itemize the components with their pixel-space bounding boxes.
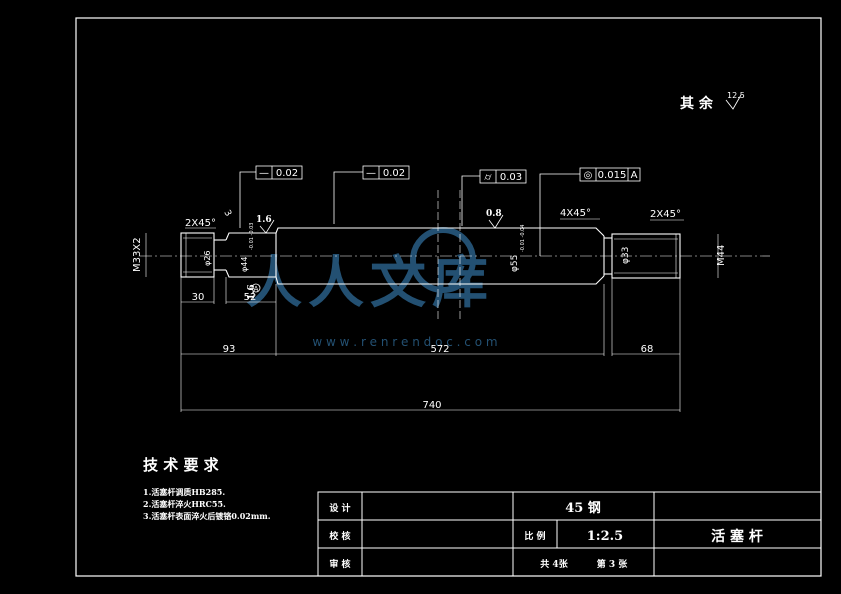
tolerance-frame-2: — 0.02 [333,165,410,224]
watermark-url: w w w . r e n r e n d o c . c o m [312,335,497,349]
tolerance-frame-4: ◎ 0.015 A [539,167,641,256]
roughness-mark-left: 1.6 [256,215,275,234]
chamfer-right-shoulder: 4X45° [560,208,591,219]
chamfer-left: 2X45° [185,218,216,229]
svg-text:1.6: 1.6 [256,215,272,225]
svg-text:其 余: 其 余 [680,95,714,112]
svg-text:0.015: 0.015 [598,170,627,181]
dia-left-seat-tol: -0.01 -0.03 [249,223,255,250]
tb-sheet-no: 第 3 张 [597,558,629,570]
tb-review-label: 审 核 [329,558,350,570]
tech-req-item-2: 2.活塞杆淬火HRC55. [143,499,226,509]
roughness-mark-neck: 1.6 [247,284,257,300]
svg-text:A: A [631,170,638,181]
dia-left-seat: φ44 [240,257,249,272]
dia-thread-left: M33X2 [132,237,143,272]
tech-req-title: 技 术 要 求 [143,456,220,474]
dim-seat-len: 52 [244,292,257,303]
svg-text:—: — [366,168,376,179]
tolerance-frame-3: ⌭ 0.03 [461,169,527,226]
tb-scale-label: 比 例 [524,530,545,542]
watermark-logo-ring [410,227,476,293]
svg-text:0.02: 0.02 [276,168,298,179]
dia-left-small: φ26 [203,251,212,266]
tb-check-label: 校 核 [329,530,350,542]
tb-design-label: 设 计 [329,502,350,514]
roughness-mark-middle: 0.8 [486,209,504,229]
tb-material: 45 钢 [565,500,601,516]
chamfer-neck: 3 [221,209,233,219]
svg-text:⌭: ⌭ [484,172,492,183]
svg-text:A: A [254,285,259,293]
shaft-outline [180,190,681,320]
svg-text:0.8: 0.8 [486,209,502,219]
svg-text:◎: ◎ [584,170,593,181]
tolerance-frame-1: — 0.02 [239,165,303,228]
title-block [317,491,822,577]
svg-text:—: — [259,168,269,179]
dim-thread-len: 30 [192,292,205,303]
tech-req-item-1: 1.活塞杆调质HB285. [143,487,225,497]
svg-text:0.02: 0.02 [383,168,405,179]
dim-left-total: 93 [223,344,236,355]
surface-finish-note: 其 余 12.5 [680,91,745,112]
dim-right: 68 [641,344,654,355]
tb-sheet-total: 共 4张 [540,558,568,570]
dim-overall: 740 [422,400,441,411]
svg-text:1.6: 1.6 [247,284,257,300]
dia-main-tol: -0.01 -0.04 [520,225,526,252]
dia-main: φ55 [510,255,520,272]
datum-marker: A [251,283,261,293]
dim-middle: 572 [430,344,449,355]
svg-text:0.03: 0.03 [500,172,522,183]
chamfer-right: 2X45° [650,209,681,220]
svg-text:12.5: 12.5 [727,91,745,100]
dia-right-small: φ33 [621,247,631,264]
dimension-lines [180,277,681,412]
dia-thread-right: M44 [716,245,727,266]
tb-part-name: 活 塞 杆 [711,528,763,545]
tech-req-item-3: 3.活塞杆表面淬火后镀铬0.02mm. [143,511,271,521]
tb-scale-value: 1:2.5 [587,529,623,544]
